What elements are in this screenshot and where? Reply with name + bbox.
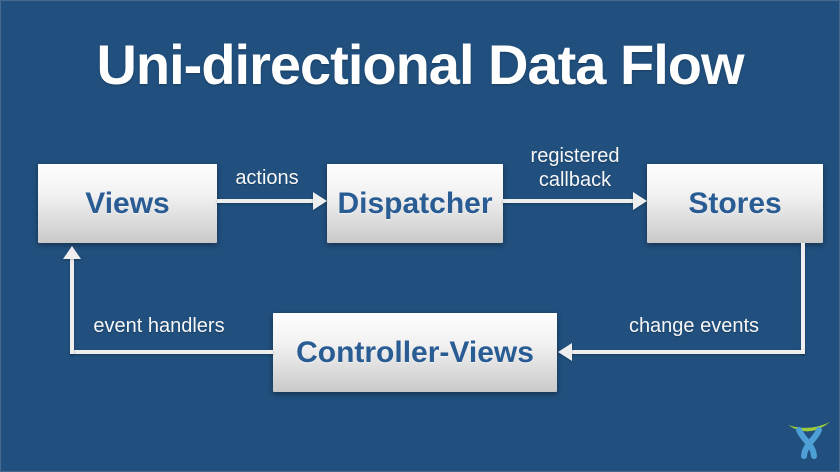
edge-views-dispatcher-line [217, 199, 315, 203]
node-dispatcher-label: Dispatcher [337, 186, 493, 220]
logo-arc [788, 422, 830, 432]
node-views-label: Views [85, 186, 170, 220]
edge-label-actions: actions [235, 167, 299, 189]
edge-stores-controller-vline [801, 243, 805, 354]
edge-label-change-events: change events [628, 315, 760, 337]
edge-dispatcher-stores-arrowhead-icon [633, 192, 647, 210]
node-controller-views-label: Controller-Views [296, 335, 534, 369]
node-stores-label: Stores [688, 186, 782, 220]
node-stores: Stores [647, 164, 823, 243]
edge-dispatcher-stores-line [503, 199, 635, 203]
edge-label-registered-callback: registered callback [530, 145, 620, 191]
edge-stores-controller-hline [570, 350, 805, 354]
node-controller-views: Controller-Views [273, 313, 557, 392]
edge-controller-views-hline [70, 350, 273, 354]
node-views: Views [38, 164, 217, 243]
edge-views-dispatcher-arrowhead-icon [313, 192, 327, 210]
atlassian-logo [788, 422, 830, 459]
edge-controller-views-vline [70, 257, 74, 354]
node-dispatcher: Dispatcher [327, 164, 503, 243]
slide-title: Uni-directional Data Flow [96, 33, 744, 96]
logo-figure-right-stroke [801, 427, 822, 459]
edge-label-event-handlers: event handlers [93, 315, 225, 337]
edge-stores-controller-arrowhead-icon [558, 343, 572, 361]
edge-controller-views-arrowhead-icon [63, 246, 81, 259]
